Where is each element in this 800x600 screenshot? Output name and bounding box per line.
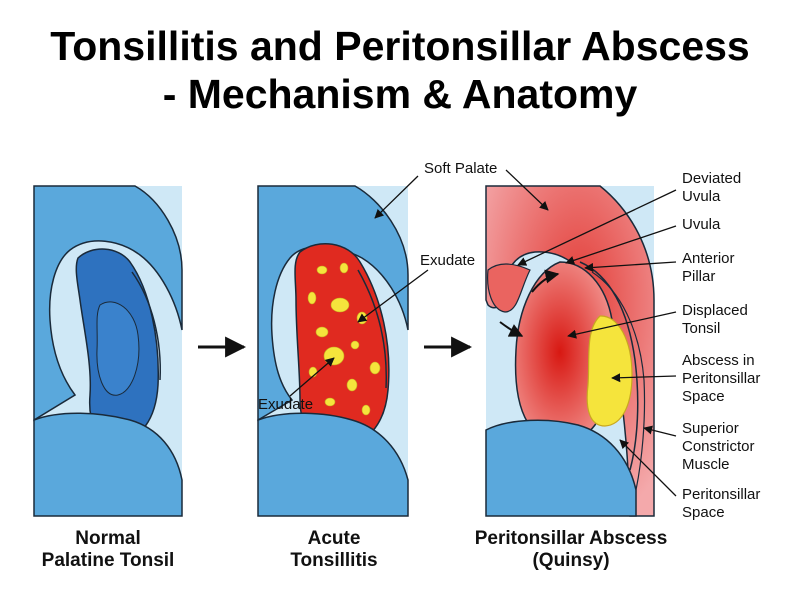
panel1-tongue-base bbox=[33, 412, 183, 517]
label-superior-constrictor-line3: Muscle bbox=[682, 456, 730, 473]
panel1-pillar-line bbox=[131, 271, 161, 381]
label-peritonsillar-space-line1: Peritonsillar bbox=[682, 486, 761, 503]
panel3-tongue-base bbox=[485, 419, 637, 517]
leader-deviated-uvula bbox=[517, 189, 677, 266]
label-deviated-uvula: Deviated Uvula bbox=[682, 170, 741, 206]
label-abscess-line3: Space bbox=[682, 388, 725, 405]
label-displaced-tonsil: Displaced Tonsil bbox=[682, 302, 748, 338]
panel3-anterior-pillar bbox=[579, 261, 639, 471]
label-anterior-pillar-line2: Pillar bbox=[682, 268, 716, 285]
label-abscess-line1: Abscess in bbox=[682, 352, 755, 369]
label-displaced-tonsil-line1: Displaced bbox=[682, 302, 748, 319]
leader-lines bbox=[289, 169, 677, 497]
label-exudate-top-text: Exudate bbox=[420, 252, 476, 269]
panel-title-acute: Acute Tonsillitis bbox=[246, 528, 422, 572]
leader-displaced-tonsil bbox=[567, 311, 677, 339]
leader-soft-palate-1 bbox=[374, 175, 419, 219]
label-superior-constrictor: Superior Constrictor Muscle bbox=[682, 420, 755, 474]
label-anterior-pillar: Anterior Pillar bbox=[682, 250, 735, 286]
leader-exudate-bottom bbox=[289, 357, 335, 397]
panel-title-abscess-line1: Peritonsillar Abscess bbox=[474, 528, 668, 549]
panel2-tongue-base bbox=[257, 412, 409, 517]
leader-anterior-pillar bbox=[584, 261, 677, 273]
panel-title-acute-line2: Tonsillitis bbox=[290, 550, 378, 571]
label-anterior-pillar-line1: Anterior bbox=[682, 250, 735, 267]
label-exudate-bottom-text: Exudate bbox=[258, 396, 314, 413]
panel1-palate-tissue bbox=[33, 185, 183, 422]
panel3-deviated-uvula bbox=[487, 263, 531, 313]
panel-title-normal-line2: Palatine Tonsil bbox=[41, 550, 175, 571]
leader-exudate-top bbox=[357, 269, 429, 323]
label-abscess: Abscess in Peritonsillar Space bbox=[682, 352, 760, 406]
label-peritonsillar-space-line2: Space bbox=[682, 504, 725, 521]
label-deviated-uvula-line2: Uvula bbox=[682, 188, 721, 205]
leader-uvula bbox=[565, 225, 677, 265]
label-soft-palate-text: Soft Palate bbox=[424, 160, 498, 177]
label-uvula-text: Uvula bbox=[682, 216, 721, 233]
panel3-constrictor-line bbox=[591, 271, 646, 491]
leader-abscess bbox=[611, 373, 677, 383]
panel-abscess-illustration bbox=[485, 185, 655, 517]
panel3-displacement-arrow-upper bbox=[531, 269, 560, 293]
leader-soft-palate-2 bbox=[505, 169, 549, 211]
label-superior-constrictor-line2: Constrictor bbox=[682, 438, 755, 455]
panel-normal-illustration bbox=[33, 185, 183, 517]
panel-title-abscess-line2: (Quinsy) bbox=[532, 550, 610, 571]
page-title: Tonsillitis and Peritonsillar Abscess - … bbox=[0, 22, 800, 118]
panel-title-normal: Normal Palatine Tonsil bbox=[20, 528, 196, 572]
label-soft-palate: Soft Palate bbox=[424, 160, 497, 178]
panel-title-normal-line1: Normal bbox=[75, 528, 141, 549]
label-peritonsillar-space: Peritonsillar Space bbox=[682, 486, 760, 522]
leader-superior-constrictor bbox=[643, 425, 677, 437]
panel1-tonsil-crypt bbox=[96, 301, 140, 396]
label-exudate-bottom: Exudate bbox=[258, 396, 313, 414]
label-deviated-uvula-line1: Deviated bbox=[682, 170, 742, 187]
label-superior-constrictor-line1: Superior bbox=[682, 420, 739, 437]
label-displaced-tonsil-line2: Tonsil bbox=[682, 320, 721, 337]
title-line-2: - Mechanism & Anatomy bbox=[162, 71, 638, 117]
panel3-abscess bbox=[586, 315, 633, 427]
panel2-pillar-line bbox=[357, 269, 388, 389]
panel-title-acute-line1: Acute bbox=[307, 528, 361, 549]
leader-peritonsillar-space bbox=[619, 439, 677, 497]
title-line-1: Tonsillitis and Peritonsillar Abscess bbox=[50, 23, 750, 69]
panel3-displacement-arrow-lower bbox=[499, 321, 524, 337]
panel-acute-illustration bbox=[257, 185, 409, 517]
label-exudate-top: Exudate bbox=[420, 252, 475, 270]
label-abscess-line2: Peritonsillar bbox=[682, 370, 761, 387]
panel-title-abscess: Peritonsillar Abscess (Quinsy) bbox=[456, 528, 686, 572]
label-uvula: Uvula bbox=[682, 216, 720, 234]
